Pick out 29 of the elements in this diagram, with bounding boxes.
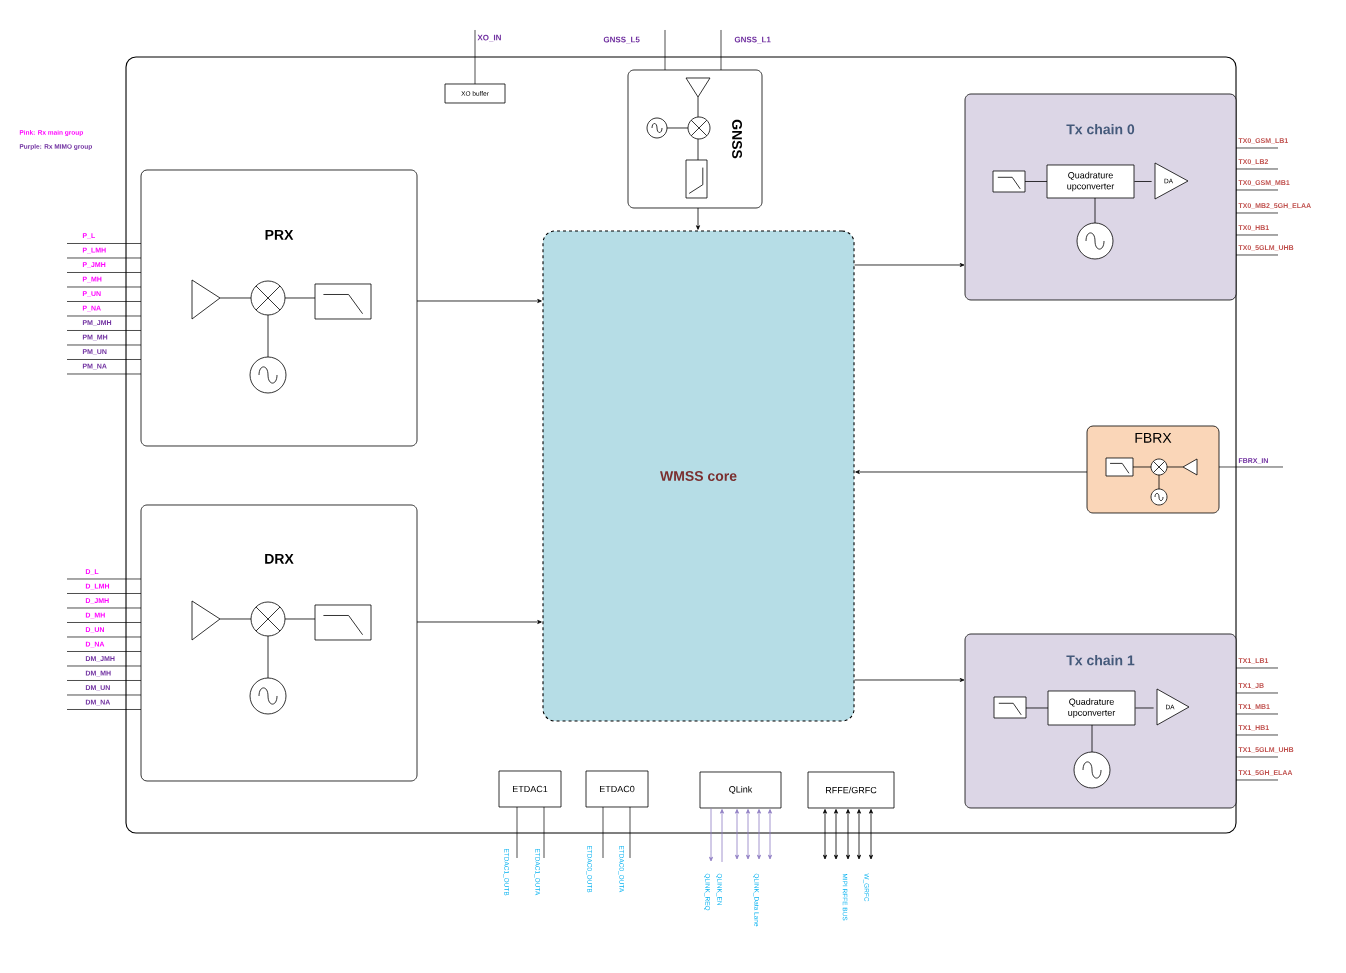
upconverter-box: Quadrature upconverter bbox=[1046, 164, 1135, 199]
arrow bbox=[834, 809, 838, 860]
arrow bbox=[735, 809, 739, 860]
arrow bbox=[757, 809, 761, 860]
arrow bbox=[746, 809, 750, 860]
upconverter-box: Quadrature upconverter bbox=[1047, 690, 1136, 726]
pin-label: GNSS_L1 bbox=[734, 36, 771, 44]
arrow bbox=[854, 263, 965, 267]
arrow bbox=[709, 808, 713, 862]
arrow bbox=[768, 809, 772, 860]
pin-label: GNSS_L5 bbox=[603, 36, 640, 44]
arrow bbox=[869, 809, 873, 860]
receiver-block: DRX bbox=[140, 504, 418, 782]
arrow bbox=[857, 809, 861, 860]
arrow bbox=[855, 470, 1088, 474]
pin-label: XO_IN bbox=[477, 34, 501, 42]
arrow bbox=[696, 207, 700, 230]
core-box: WMSS core bbox=[542, 230, 855, 722]
interface-box: RFFE/GRFC bbox=[807, 771, 895, 809]
dac-box: ETDAC1 bbox=[498, 770, 562, 808]
arrow bbox=[416, 299, 542, 303]
arrow bbox=[823, 809, 827, 860]
arrow bbox=[416, 620, 542, 624]
interface-box: QLink bbox=[699, 771, 782, 809]
receiver-block: PRX bbox=[140, 169, 418, 447]
arrow bbox=[846, 809, 850, 860]
arrow bbox=[854, 678, 965, 682]
dac-box: ETDAC0 bbox=[585, 770, 649, 808]
arrow bbox=[720, 809, 724, 863]
